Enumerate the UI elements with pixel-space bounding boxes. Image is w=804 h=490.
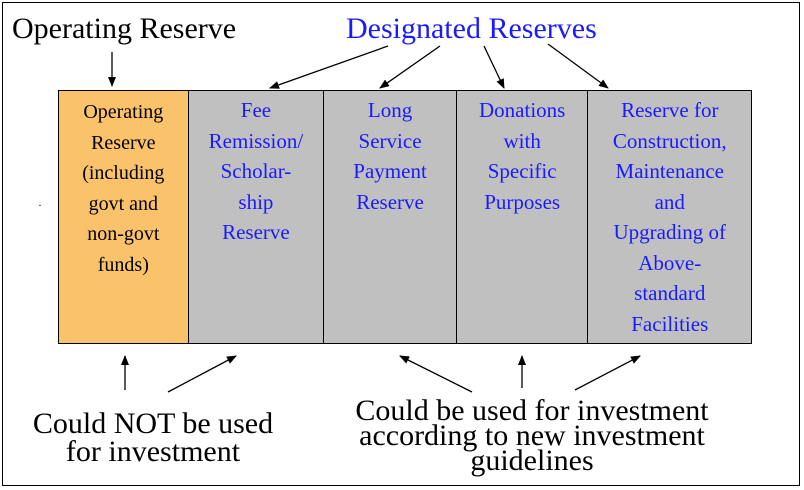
operating-reserve-box: Operating Reserve (including govt and no… <box>59 91 189 343</box>
construction-reserve-box: Reserve for Construction, Maintenance an… <box>588 91 752 343</box>
for-investment-label: Could be used for investment according t… <box>355 394 709 477</box>
designated-reserves-title: Designated Reserves <box>346 12 597 45</box>
operating-reserve-title: Operating Reserve <box>12 12 237 45</box>
arrow-up-fee <box>167 355 237 393</box>
arrow-up-long-service <box>399 355 473 393</box>
fee-remission-box-label: Fee Remission/ Scholar- ship Reserve <box>208 98 304 244</box>
construction-reserve-box-label: Reserve for Construction, Maintenance an… <box>612 98 727 336</box>
arrow-to-construction-box <box>547 43 609 89</box>
arrow-to-long-service-box <box>379 45 441 89</box>
donations-box-label: Donations with Specific Purposes <box>479 98 566 214</box>
long-service-box: Long Service Payment Reserve <box>324 91 457 343</box>
fee-remission-box: Fee Remission/ Scholar- ship Reserve <box>188 91 325 343</box>
reserve-boxes: Operating Reserve (including govt and no… <box>58 90 752 344</box>
arrow-up-construction <box>574 355 641 391</box>
stray-dot: · <box>38 198 42 212</box>
operating-reserve-box-label: Operating Reserve (including govt and no… <box>82 101 165 276</box>
not-for-investment-label: Could NOT be used for investment <box>32 407 274 468</box>
arrow-to-fee-box <box>269 45 389 89</box>
donations-box: Donations with Specific Purposes <box>456 91 589 343</box>
arrow-to-donations-box <box>483 45 505 89</box>
long-service-box-label: Long Service Payment Reserve <box>353 98 427 214</box>
